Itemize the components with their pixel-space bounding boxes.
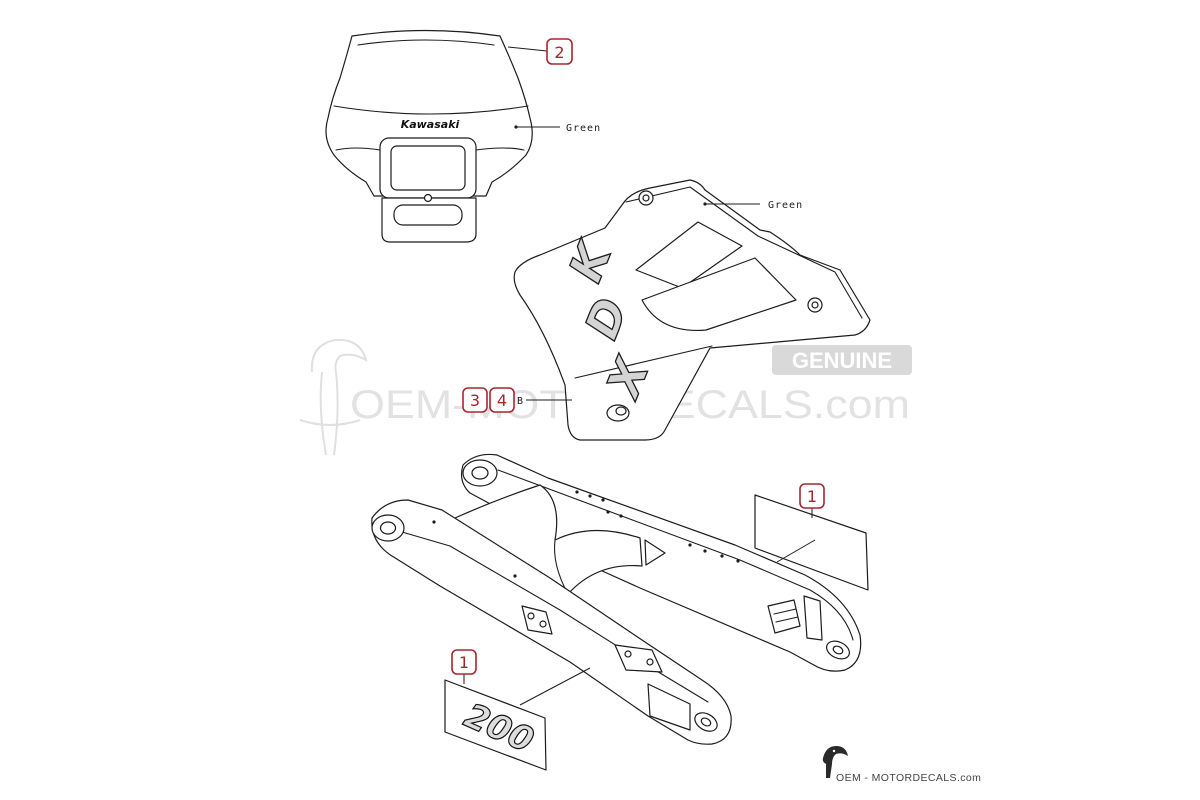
rivet	[432, 520, 436, 524]
side-cover-vent-lower	[641, 257, 797, 332]
side-cover-vent-upper	[635, 221, 743, 289]
swingarm-left-pivot-hole-icon	[379, 521, 397, 535]
rivet	[736, 559, 740, 563]
rivet	[575, 490, 579, 494]
swingarm-chain-slider	[767, 599, 801, 634]
swingarm-left-axle-hole-icon	[700, 717, 712, 727]
swingarm-brake-bracket-hole-icon	[624, 650, 632, 658]
swingarm-left-rear-block	[647, 683, 691, 731]
rivet	[688, 543, 692, 547]
swingarm-right-arm-side-face	[497, 469, 854, 641]
side-cover: K D X	[513, 179, 871, 441]
watermark-badge-text: GENUINE	[792, 348, 892, 373]
callout-3-number: 3	[470, 391, 480, 410]
side-cover-bushing-inner	[615, 406, 627, 416]
swingarm-right-arm	[460, 453, 862, 672]
headlight-screw-icon	[423, 193, 433, 203]
swingarm-chain-slider-detail	[773, 608, 799, 623]
headlight-visor-band	[333, 105, 529, 115]
callout-1-right-box[interactable]	[799, 483, 825, 509]
swingarm-triangle-cutout	[644, 539, 666, 566]
swingarm-rivets	[432, 490, 740, 578]
callout-1-right-number: 1	[807, 487, 817, 506]
rivet	[703, 549, 707, 553]
side-cover-color-text: Green	[768, 200, 803, 211]
rivet	[720, 554, 724, 558]
callout-1-left-box[interactable]	[451, 649, 477, 675]
rivet	[513, 574, 517, 578]
callout-4-box[interactable]	[489, 387, 515, 413]
watermark-logo-icon	[299, 338, 368, 456]
headlight-cover-outline	[325, 29, 533, 197]
side-cover-mount-hole-top-inner	[642, 194, 650, 202]
callout-3-4: 3 4 B	[462, 387, 572, 413]
decal-1-right: 1	[754, 483, 869, 591]
swingarm-right-pivot-hole-icon	[471, 466, 489, 480]
headlight-brand-text: Kawasaki	[401, 118, 460, 131]
swingarm-guard-mount-hole-icon	[539, 620, 547, 628]
decal-1-left-outline	[444, 679, 547, 771]
headlight-side-sweep-left	[335, 147, 381, 151]
decal-1-right-leader	[776, 539, 816, 563]
headlight-cover: Kawasaki	[325, 29, 533, 243]
headlight-side-sweep-right	[475, 147, 525, 151]
swingarm-guard-mount-hole-icon	[527, 612, 535, 620]
headlight-lower-slot	[393, 204, 463, 226]
rivet	[588, 494, 592, 498]
rivet	[606, 510, 610, 514]
footer-logo: OEM - MOTORDECALS.com	[822, 746, 981, 784]
decal-1-left-leader	[519, 667, 591, 706]
callout-2-leader	[507, 46, 548, 52]
swingarm-cross-brace	[454, 484, 643, 595]
rivet	[619, 514, 623, 518]
rivet	[601, 498, 605, 502]
hornbill-icon	[822, 746, 848, 778]
side-cover-mount-hole-right-inner	[811, 301, 819, 309]
side-cover-color-label: Green	[703, 200, 803, 211]
callout-3-box[interactable]	[462, 387, 488, 413]
callout-1-left-number: 1	[459, 653, 469, 672]
watermark-badge	[772, 345, 912, 375]
side-cover-mark-label: B	[517, 396, 524, 407]
callout-4-number: 4	[497, 391, 507, 410]
swingarm-right-rear-bracket	[803, 595, 823, 641]
headlight-color-label: Green	[514, 123, 601, 134]
side-cover-top-edge	[625, 186, 863, 319]
callout-2-box[interactable]	[546, 38, 573, 65]
callout-2-number: 2	[554, 43, 564, 62]
headlight-color-text: Green	[566, 123, 601, 134]
swingarm-right-axle-hole-icon	[832, 645, 844, 655]
callout-2[interactable]: 2	[507, 38, 573, 65]
headlight-visor-edge	[357, 39, 495, 46]
decal-1-left: 200 1	[444, 649, 591, 771]
headlight-window	[390, 145, 466, 191]
swingarm-left-arm	[371, 499, 732, 745]
side-cover-flap-line	[574, 345, 713, 379]
swingarm	[371, 453, 862, 745]
swingarm-left-arm-side-face	[401, 531, 709, 703]
swingarm-brake-bracket-hole-icon	[646, 658, 654, 666]
footer-logo-text: OEM - MOTORDECALS.com	[836, 772, 981, 784]
